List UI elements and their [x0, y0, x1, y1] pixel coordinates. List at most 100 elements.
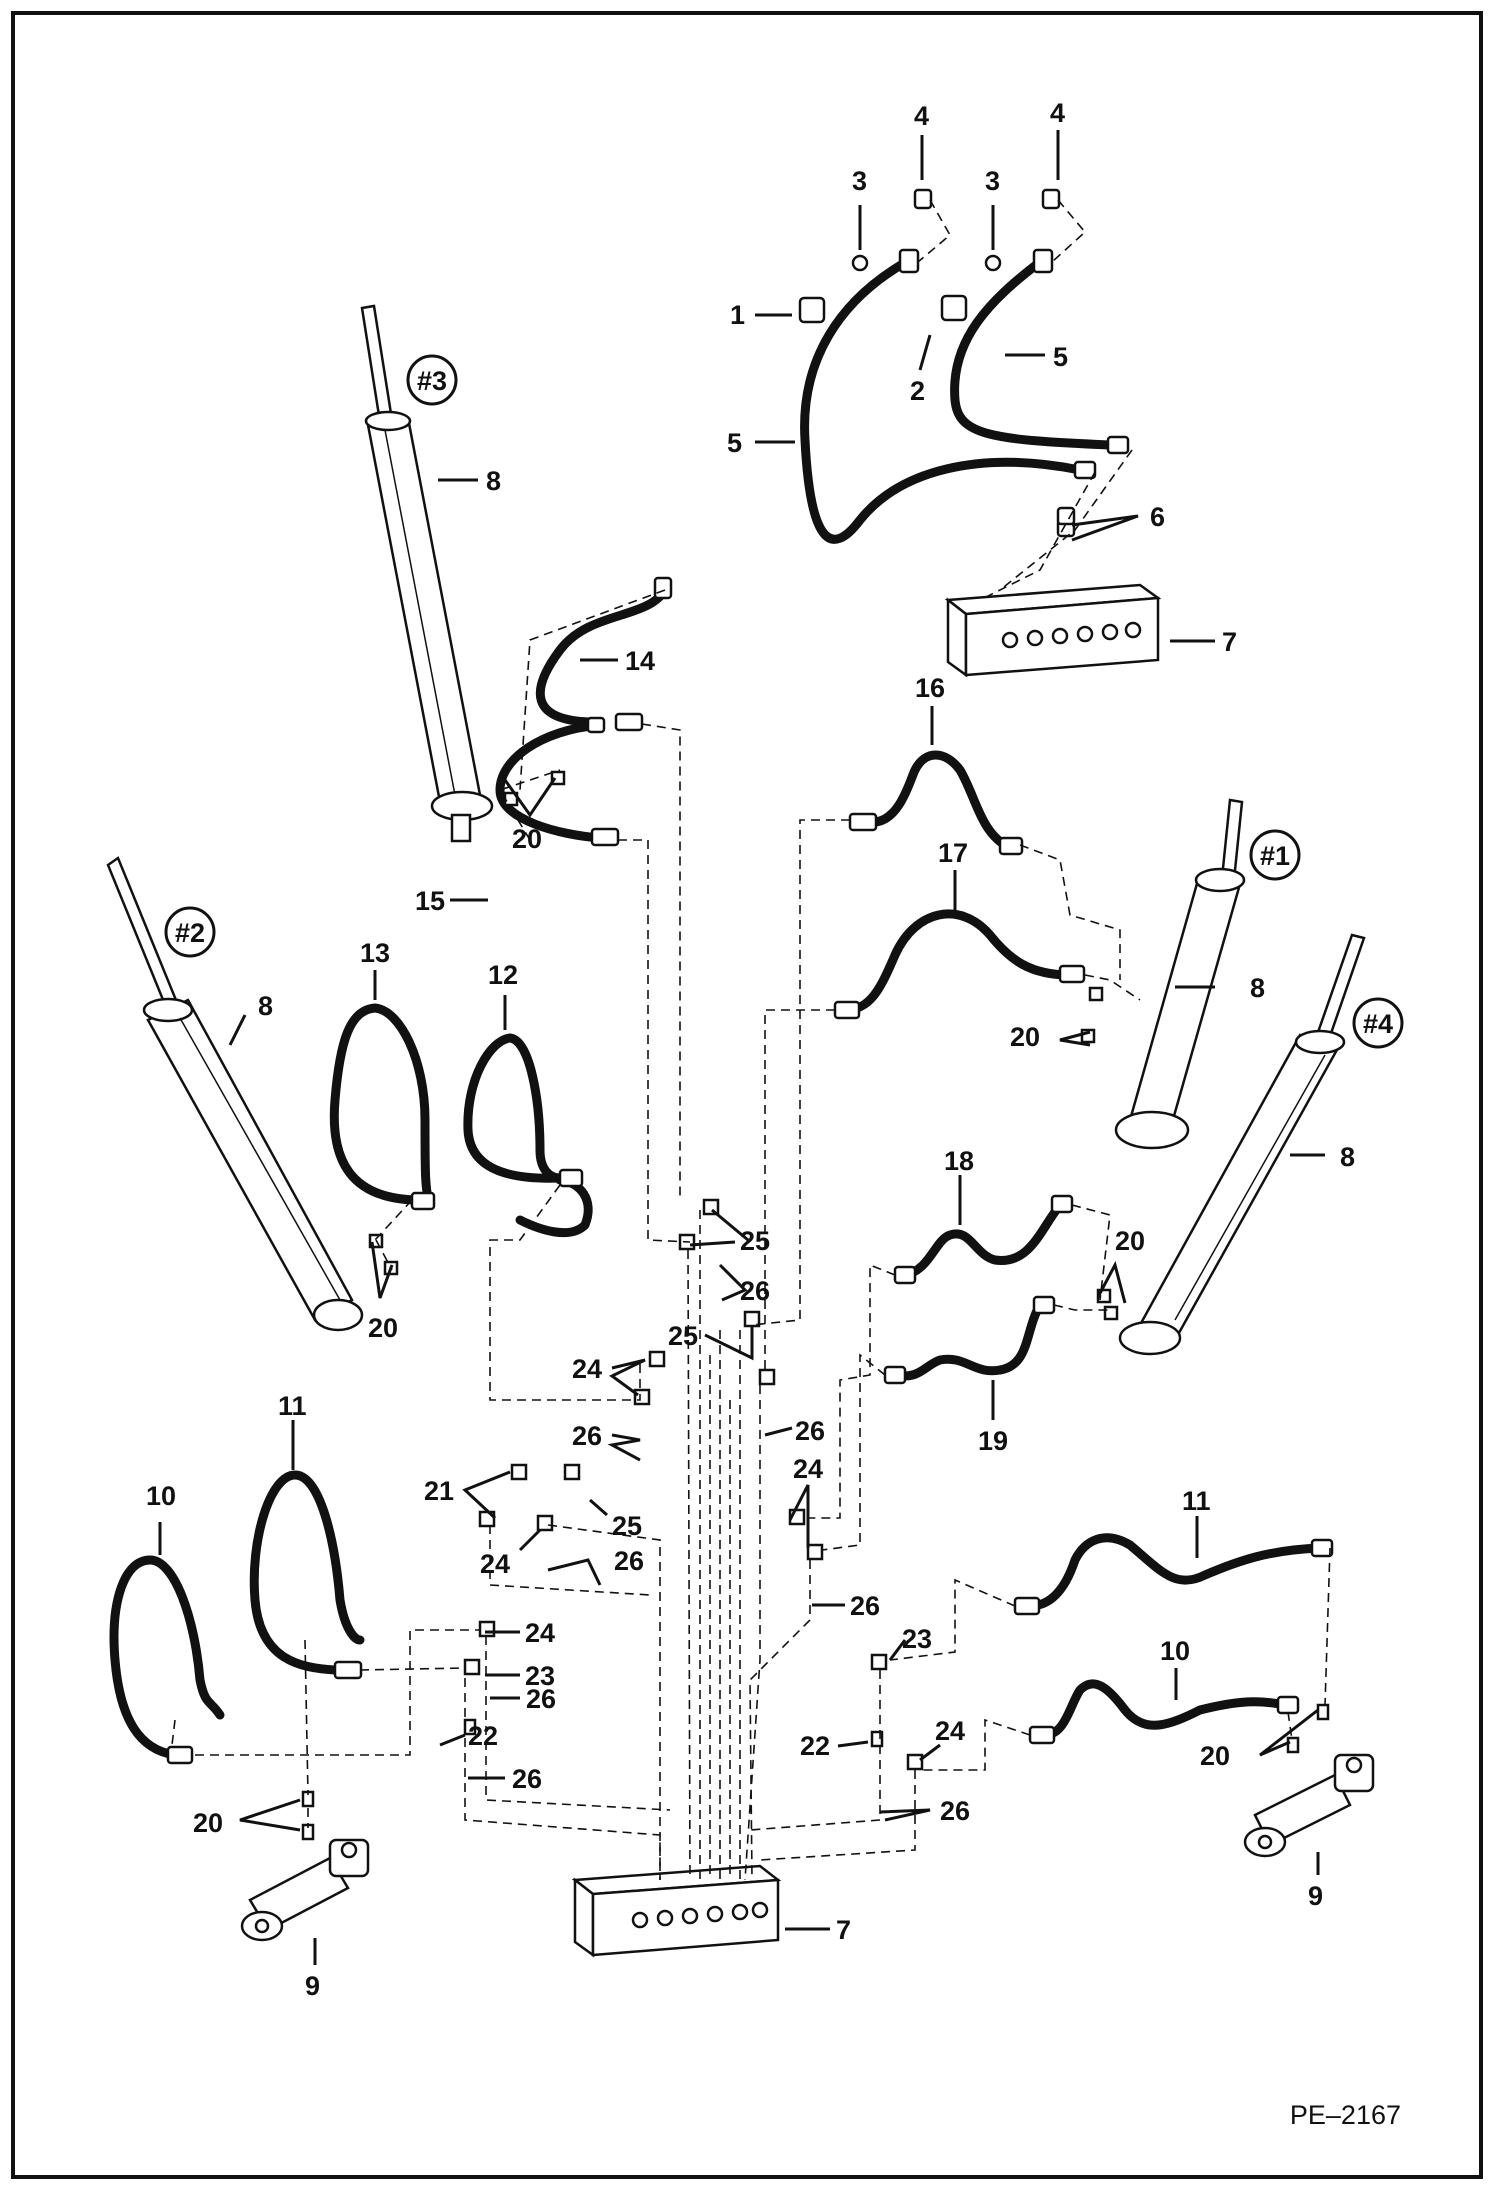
- hose-end-fitting: [590, 827, 620, 847]
- cylinder-id-4: #4: [1363, 1009, 1393, 1039]
- hose-14: [535, 583, 671, 727]
- hose-end-fitting: [1073, 460, 1097, 480]
- callout-18: 18: [944, 1146, 974, 1176]
- cylinder-id-badge: [1249, 829, 1301, 881]
- hose-end-fitting: [1032, 1295, 1056, 1315]
- callout-1: 1: [730, 300, 745, 330]
- elbow-fitting: [563, 1463, 581, 1481]
- hose-11-right: [1025, 1533, 1325, 1611]
- cylinder-base-end: [1114, 1110, 1190, 1150]
- callout-7: 7: [1222, 627, 1237, 657]
- callout-26: 26: [795, 1416, 825, 1446]
- o-ring: [984, 254, 1002, 272]
- o-ring: [851, 254, 869, 272]
- callout-20: 20: [1200, 1741, 1230, 1771]
- callout-15: 15: [415, 886, 445, 916]
- hose-end-fitting: [1028, 1725, 1056, 1745]
- elbow-fitting: [510, 1463, 528, 1481]
- callout-20: 20: [368, 1313, 398, 1343]
- hose-end-fitting: [1310, 1538, 1334, 1558]
- hose-end-fitting: [614, 712, 644, 732]
- hose-10-right: [1040, 1679, 1290, 1740]
- callout-26: 26: [512, 1764, 542, 1794]
- hose-11-left: [249, 1470, 365, 1675]
- callout-24: 24: [525, 1618, 555, 1648]
- callout-3: 3: [852, 166, 867, 196]
- hose-end-fitting: [893, 1265, 917, 1285]
- hydraulic-parts-diagram: 1 2 3 3 4 4 5 5 6 7 7 8 8 8 8 9 9 10: [106, 98, 1404, 2001]
- elbow-fitting: [870, 1653, 888, 1671]
- elbow-fitting: [758, 1368, 776, 1386]
- callout-26: 26: [740, 1276, 770, 1306]
- hose-end-fitting: [998, 836, 1024, 856]
- callout-19: 19: [978, 1426, 1008, 1456]
- callout-9: 9: [1308, 1881, 1323, 1911]
- callout-8: 8: [258, 991, 273, 1021]
- callout-20: 20: [1115, 1226, 1145, 1256]
- elbow-fitting: [463, 1658, 481, 1676]
- callout-26: 26: [850, 1591, 880, 1621]
- hose-end-fitting: [883, 1365, 907, 1385]
- cylinder-3: [360, 304, 494, 843]
- callout-8: 8: [1250, 973, 1265, 1003]
- cylinder-2: [106, 856, 364, 1332]
- callout-26: 26: [940, 1796, 970, 1826]
- callout-23: 23: [525, 1661, 555, 1691]
- callout-20: 20: [193, 1808, 223, 1838]
- hose-16: [870, 750, 1010, 850]
- callout-6: 6: [1150, 502, 1165, 532]
- hose-12: [463, 1033, 565, 1183]
- elbow-fitting: [633, 1388, 651, 1406]
- hose-end-fitting: [586, 716, 606, 734]
- hose-5-left: [800, 257, 1085, 544]
- hose-end-fitting: [1050, 1194, 1074, 1214]
- elbow-fitting: [870, 1730, 884, 1748]
- manifold-bottom: [571, 1864, 782, 1958]
- callout-25: 25: [668, 1321, 698, 1351]
- cap-fitting: [913, 188, 933, 210]
- callout-23: 23: [902, 1624, 932, 1654]
- hose-end-fitting: [1013, 1596, 1041, 1616]
- hose-end-fitting: [1032, 248, 1054, 274]
- hose-13: [329, 1003, 435, 1205]
- callout-20: 20: [1010, 1022, 1040, 1052]
- hoses: [109, 257, 1325, 1760]
- callout-21: 21: [424, 1476, 454, 1506]
- cylinder-id-labels: #3 #1 #2 #4: [164, 354, 1404, 1049]
- callout-24: 24: [572, 1354, 602, 1384]
- cylinder-id-2: #2: [175, 918, 205, 948]
- cylinder-gland: [364, 410, 412, 432]
- callout-4: 4: [914, 101, 929, 131]
- cylinder-barrel: [366, 416, 482, 804]
- cylinder-id-1: #1: [1260, 841, 1290, 871]
- figure-id: PE–2167: [1289, 2100, 1401, 2130]
- hidden-routing-lines: [171, 199, 1331, 1881]
- cylinder-gland: [1294, 1029, 1346, 1055]
- connector-fitting: [1056, 506, 1076, 526]
- callout-8: 8: [1340, 1142, 1355, 1172]
- callout-3: 3: [985, 166, 1000, 196]
- callout-14: 14: [625, 646, 655, 676]
- hose-end-fitting: [833, 1000, 861, 1020]
- callout-11: 11: [278, 1391, 307, 1421]
- callout-9: 9: [305, 1971, 320, 2001]
- cylinder-barrel: [146, 998, 354, 1322]
- hose-17: [840, 909, 1075, 1015]
- cylinder-1: [1114, 798, 1246, 1150]
- hose-end-fitting: [1106, 435, 1130, 455]
- diagram-frame: 1 2 3 3 4 4 5 5 6 7 7 8 8 8 8 9 9 10: [11, 11, 1483, 2179]
- hose-end-fitting: [1058, 964, 1086, 984]
- cylinder-base-pin: [450, 813, 472, 843]
- hose-15: [495, 720, 605, 843]
- callout-11: 11: [1182, 1486, 1211, 1516]
- hose-end-fitting: [1276, 1695, 1300, 1715]
- callout-20: 20: [512, 824, 542, 854]
- elbow-fitting: [536, 1514, 554, 1532]
- hose-end-fitting: [898, 248, 920, 274]
- hose-5-right: [950, 257, 1115, 450]
- hose-19: [890, 1300, 1045, 1381]
- elbow-fitting: [806, 1543, 824, 1561]
- callout-22: 22: [468, 1721, 498, 1751]
- callout-10: 10: [1160, 1636, 1190, 1666]
- connector-fitting: [1286, 1736, 1300, 1754]
